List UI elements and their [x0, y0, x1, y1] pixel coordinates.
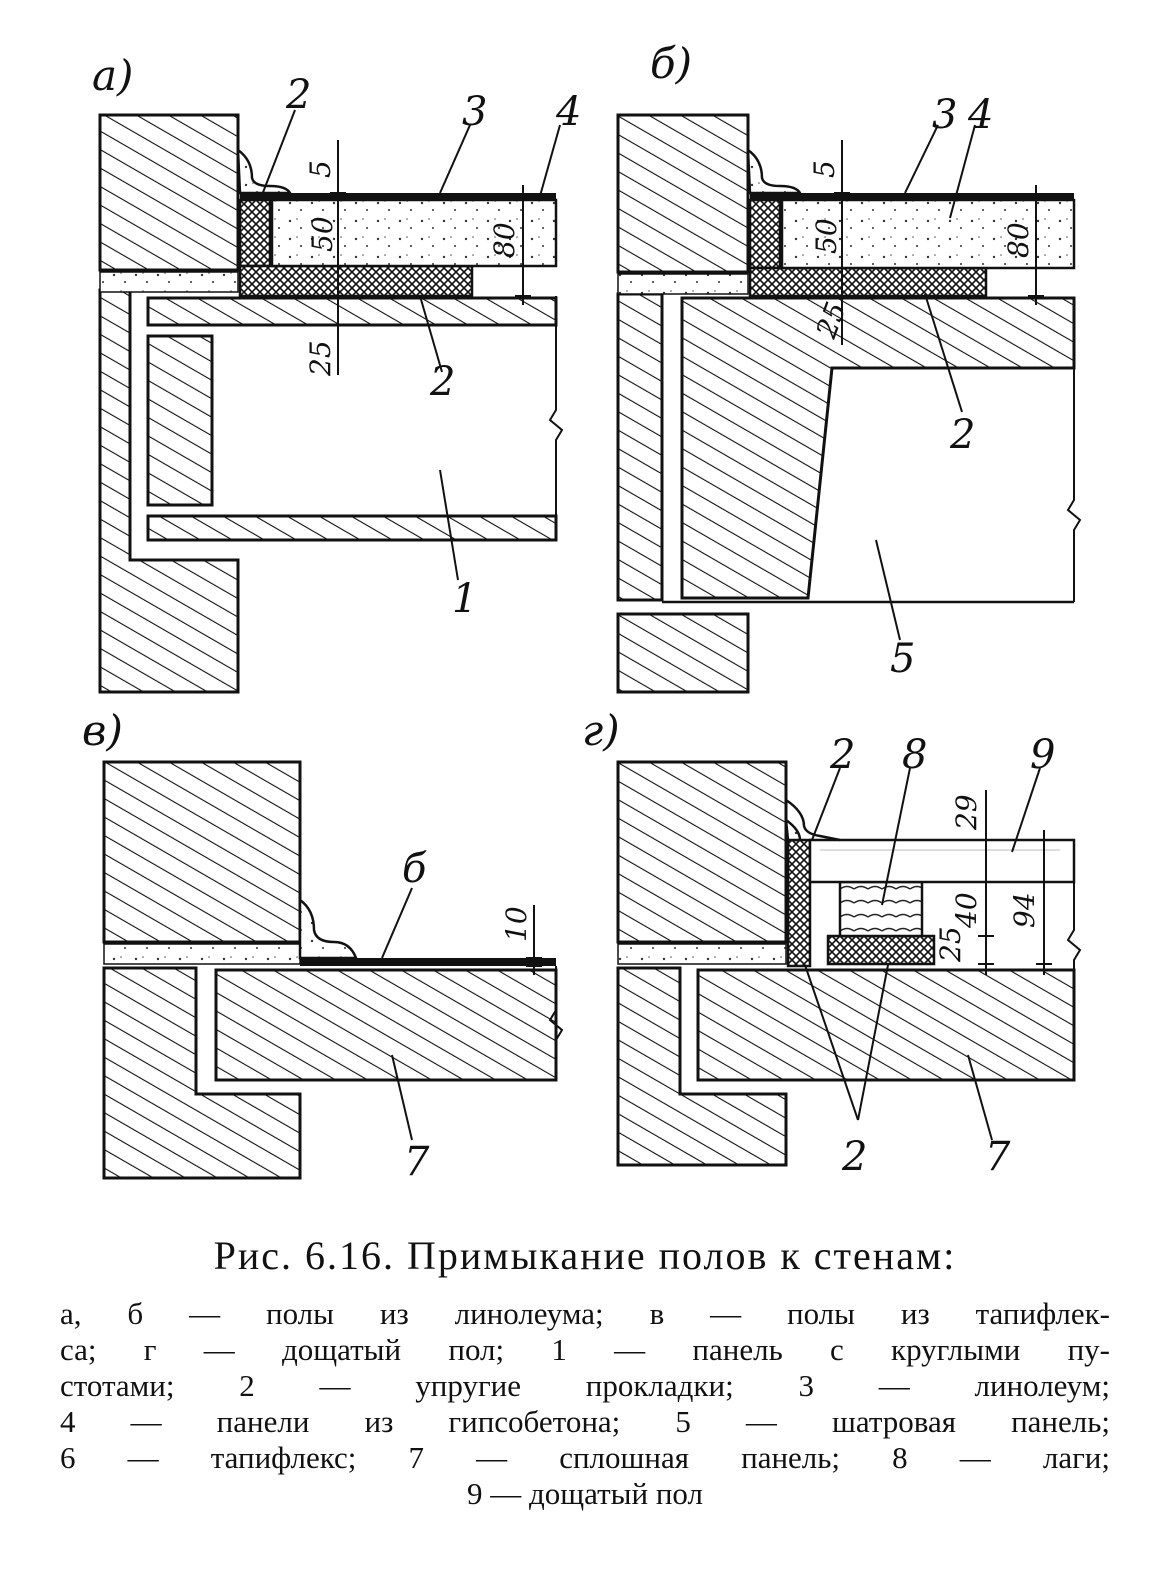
label-7-g: 7	[985, 1134, 1011, 1180]
figure-caption-title: Рис. 6.16. Примыкание полов к стенам:	[213, 1233, 957, 1278]
panel-a: а) 2 3 4 2 1 5 50 80 25	[92, 51, 581, 694]
gypsum-panel-a	[270, 198, 558, 268]
gypsum-panel-b	[780, 198, 1076, 270]
plank-floor-g	[808, 838, 1076, 884]
caption-line-2: са; г — дощатый пол; 1 — панель с круглы…	[60, 1332, 1110, 1367]
upper-wall-g	[616, 760, 788, 944]
figure-caption-body: а, б — полы из линолеума; в — полы из та…	[60, 1296, 1110, 1512]
linoleum-b	[750, 193, 1074, 200]
upper-wall-v	[102, 760, 302, 944]
elastic-pad-vertical-g	[786, 838, 812, 968]
hollow-panel-bottom-a	[146, 514, 558, 542]
dim-10-v: 10	[500, 906, 533, 942]
upper-wall-a	[98, 113, 240, 272]
label-4-b: 4	[967, 92, 993, 138]
skirting-a	[236, 147, 293, 195]
mortar-joint-g	[617, 943, 787, 965]
elastic-pad-horizontal-b	[748, 266, 988, 298]
dim-29-g: 29	[950, 794, 983, 831]
mortar-joint-a	[99, 271, 239, 293]
label-2-top-a: 2	[285, 72, 311, 118]
panel-letter-a: а)	[92, 51, 133, 100]
label-1-a: 1	[452, 576, 477, 622]
dim-25-g: 25	[934, 926, 967, 963]
solid-panel-v	[214, 968, 558, 1082]
label-3-b: 3	[932, 92, 957, 138]
dim-50-a: 50	[306, 216, 339, 252]
elastic-pad-under-joist-g	[826, 934, 936, 966]
caption-line-5: 6 — тапифлекс; 7 — сплошная панель; 8 — …	[60, 1440, 1110, 1475]
hollow-panel-top-a	[146, 296, 558, 327]
label-2-top-g: 2	[829, 732, 855, 778]
panel-b: б) 3 4 2 5 5 50 80 25	[616, 39, 1082, 694]
lower-wall-block-b	[616, 612, 750, 694]
panel-letter-b: б)	[650, 39, 692, 88]
dim-40-g: 40	[950, 892, 983, 929]
elastic-pad-vertical-a	[238, 198, 272, 268]
label-3-a: 3	[462, 89, 487, 135]
label-7-v: 7	[404, 1139, 430, 1185]
mortar-joint-b	[617, 273, 749, 295]
lower-wall-v	[102, 966, 302, 1180]
caption-line-6: 9 — дощатый пол	[467, 1476, 703, 1511]
label-4-a: 4	[555, 89, 581, 135]
dim-25-a: 25	[304, 340, 337, 377]
upper-wall-b	[616, 113, 750, 274]
elastic-pad-horizontal-a	[238, 264, 474, 298]
lower-wall-g	[616, 966, 788, 1167]
dim-5-a: 5	[304, 160, 337, 178]
label-2-bottom-g: 2	[841, 1134, 867, 1180]
label-9-g: 9	[1030, 732, 1055, 778]
solid-panel-g	[696, 968, 1076, 1082]
caption-line-3: стотами; 2 — упругие прокладки; 3 — лино…	[60, 1368, 1110, 1403]
label-2-mid-a: 2	[429, 359, 455, 405]
dim-80-a: 80	[488, 222, 521, 258]
tent-panel-b	[680, 296, 1076, 600]
hollow-panel-end-a	[146, 334, 214, 507]
joist-g	[838, 880, 924, 938]
caption-line-1: а, б — полы из линолеума; в — полы из та…	[60, 1296, 1110, 1331]
dim-5-b: 5	[808, 160, 841, 178]
label-2-b: 2	[949, 412, 975, 458]
panel-letter-g: г)	[582, 706, 620, 755]
panel-g: г) 2 8 9 2 7 29 40 25 94	[582, 706, 1082, 1180]
panel-v: в) б 7 10	[82, 706, 564, 1185]
linoleum-a	[240, 193, 556, 200]
dim-50-b: 50	[810, 218, 843, 254]
caption-line-4: 4 — панели из гипсобетона; 5 — шатровая …	[60, 1404, 1110, 1439]
label-8-g: 8	[902, 732, 927, 778]
skirting-g	[784, 817, 802, 842]
skirting-v	[298, 897, 358, 960]
lower-wall-b	[616, 292, 664, 602]
dim-80-b: 80	[1002, 222, 1035, 258]
dim-94-g: 94	[1008, 892, 1041, 928]
elastic-pad-vertical-b	[748, 198, 782, 270]
skirting-b	[746, 147, 803, 195]
mortar-joint-v	[103, 943, 301, 965]
label-6-v: б	[402, 846, 427, 892]
panel-letter-v: в)	[82, 706, 123, 755]
label-5-b: 5	[890, 636, 915, 682]
tapiflex-v	[300, 958, 556, 966]
